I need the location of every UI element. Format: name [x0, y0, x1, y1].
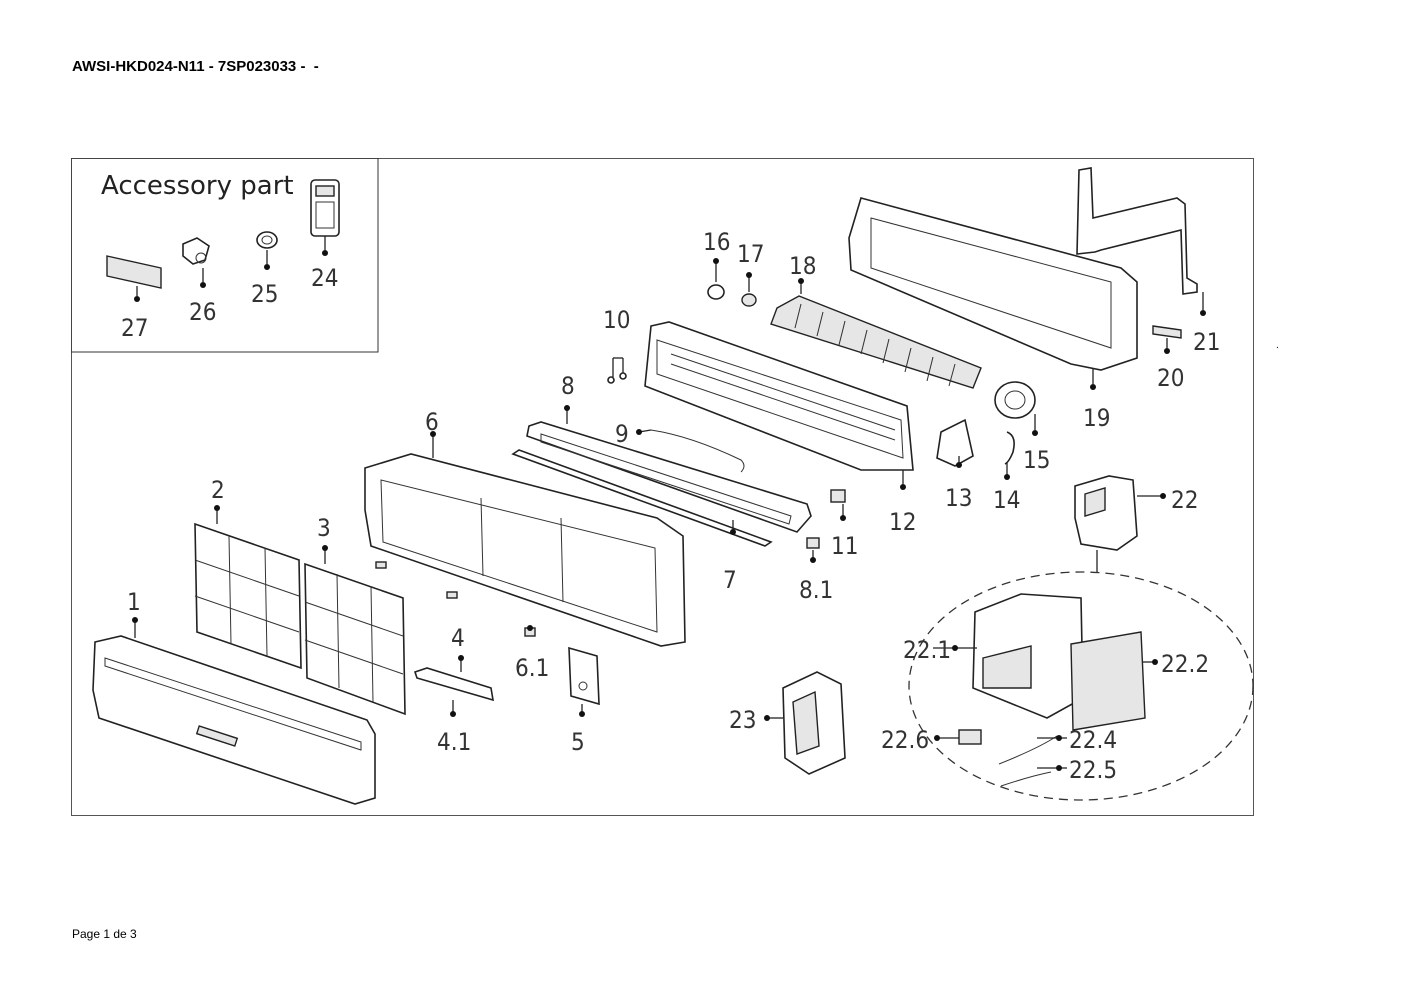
diagram-frame	[71, 158, 1254, 816]
label-22: 22	[1171, 486, 1198, 514]
label-24: 24	[311, 264, 338, 292]
label-1: 1	[127, 588, 141, 616]
label-22-2: 22.2	[1161, 650, 1209, 678]
label-2: 2	[211, 476, 225, 504]
vertical-louver-icon	[511, 449, 773, 547]
motor-shaft-icon	[806, 537, 820, 563]
label-19: 19	[1083, 404, 1110, 432]
document-title: AWSI-HKD024-N11 - 7SP023033 - -	[72, 58, 319, 75]
label-17: 17	[737, 240, 764, 268]
label-4: 4	[451, 624, 465, 652]
label-8-1: 8.1	[799, 576, 833, 604]
label-22-4: 22.4	[1069, 726, 1117, 754]
page-footer: Page 1 de 3	[72, 927, 137, 941]
electric-box-cover-rear-icon	[764, 671, 846, 775]
label-26: 26	[189, 298, 216, 326]
label-22-6: 22.6	[881, 726, 929, 754]
label-15: 15	[1023, 446, 1050, 474]
label-7: 7	[723, 566, 737, 594]
chassis-icon	[848, 197, 1138, 390]
small-clip-icon	[375, 561, 458, 599]
accessory-heading: Accessory part	[101, 171, 294, 201]
label-22-1: 22.1	[903, 636, 951, 664]
display-cover-icon	[450, 700, 456, 717]
stray-mark: .	[1276, 340, 1279, 351]
accessory-box: Accessory part 27 26 25 24	[71, 158, 379, 353]
label-12: 12	[889, 508, 916, 536]
label-27: 27	[121, 314, 148, 342]
air-filter-strip-icon	[106, 255, 162, 302]
electric-box-icon	[1074, 475, 1166, 551]
panel-frame-icon	[364, 431, 686, 647]
label-6: 6	[425, 408, 439, 436]
air-filter-right-icon	[304, 545, 406, 716]
evaporator-icon	[644, 321, 914, 490]
label-8: 8	[561, 372, 575, 400]
screw-icon	[607, 357, 627, 384]
bearing-icon	[707, 258, 725, 300]
control-card-icon	[568, 646, 600, 717]
clamp-icon	[1004, 431, 1015, 480]
clip-bracket-icon	[1152, 325, 1182, 354]
label-5: 5	[571, 728, 585, 756]
mounting-plate-icon	[1076, 167, 1206, 316]
label-20: 20	[1157, 364, 1184, 392]
bearing-holder-icon	[936, 418, 974, 468]
label-21: 21	[1193, 328, 1220, 356]
exploded-parts-diagram: Accessory part 27 26 25 24	[71, 158, 1254, 805]
label-6-1: 6.1	[515, 654, 549, 682]
label-23: 23	[729, 706, 756, 734]
fan-motor-icon	[994, 381, 1038, 436]
label-3: 3	[317, 514, 331, 542]
drain-hose-icon	[636, 429, 745, 473]
label-13: 13	[945, 484, 972, 512]
label-18: 18	[789, 252, 816, 280]
label-4-1: 4.1	[437, 728, 471, 756]
display-board-icon	[413, 655, 494, 702]
air-filter-left-icon	[194, 505, 302, 670]
cross-flow-fan-icon	[770, 278, 982, 389]
remote-control-icon	[310, 179, 340, 256]
insulation-sheet-icon	[1070, 631, 1158, 731]
horizontal-louver-icon	[526, 405, 812, 533]
label-10: 10	[603, 306, 630, 334]
stepper-motor-icon	[830, 489, 846, 521]
terminal-block-icon	[934, 729, 982, 745]
label-14: 14	[993, 486, 1020, 514]
front-panel-icon	[92, 617, 376, 805]
label-22-5: 22.5	[1069, 756, 1117, 784]
fan-sleeve-icon	[741, 272, 757, 307]
label-16: 16	[703, 228, 730, 256]
label-11: 11	[831, 532, 858, 560]
pipe-fitting-icon	[182, 237, 210, 288]
label-9: 9	[615, 420, 629, 448]
label-25: 25	[251, 280, 278, 308]
electric-box-cover-icon	[933, 593, 1084, 719]
sensor-wire-icon	[998, 735, 1067, 787]
sealing-ring-icon	[256, 231, 278, 270]
screw-cap-icon	[524, 625, 536, 637]
electric-box-detail-outline	[908, 571, 1254, 801]
